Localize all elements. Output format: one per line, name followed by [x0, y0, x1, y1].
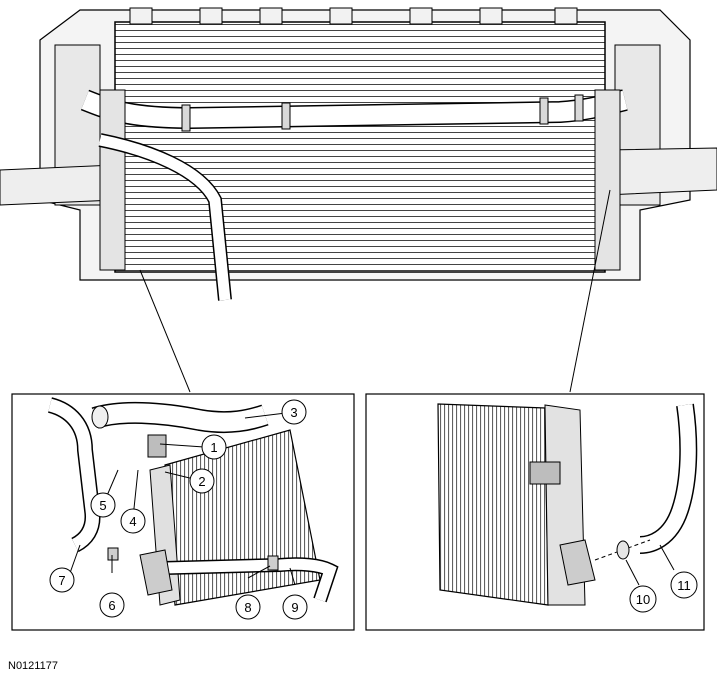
- clamp-8: [267, 555, 279, 571]
- svg-text:4: 4: [129, 514, 136, 529]
- svg-text:10: 10: [636, 592, 650, 607]
- callout-3: 3: [281, 399, 307, 425]
- right-callout-leaders: [625, 544, 675, 586]
- svg-text:7: 7: [58, 573, 65, 588]
- left-detail-view: [11, 393, 355, 631]
- svg-text:8: 8: [244, 600, 251, 615]
- callout-11: 11: [670, 571, 698, 599]
- right-detail-radiator: [437, 403, 549, 606]
- clamp-10: [616, 540, 630, 560]
- svg-text:11: 11: [677, 578, 691, 593]
- svg-text:2: 2: [198, 474, 205, 489]
- clamp-6: [107, 547, 119, 561]
- top-mount-tabs: [129, 7, 578, 25]
- leader-line-right: [569, 189, 611, 393]
- callout-10: 10: [629, 585, 657, 613]
- leader-line-left: [139, 269, 191, 393]
- svg-text:5: 5: [99, 498, 106, 513]
- right-tank: [594, 89, 621, 271]
- svg-text:6: 6: [108, 598, 115, 613]
- svg-text:9: 9: [291, 600, 298, 615]
- figure-id: N0121177: [8, 660, 58, 672]
- svg-text:3: 3: [290, 405, 297, 420]
- hose-clamps: [181, 94, 584, 132]
- left-tank: [99, 89, 126, 271]
- callout-6: 6: [99, 592, 125, 618]
- callout-4: 4: [120, 508, 146, 534]
- callout-7: 7: [49, 567, 75, 593]
- lower-crossbar-right: [604, 147, 717, 196]
- lower-crossbar: [0, 164, 116, 206]
- left-detail-outlet: [139, 549, 173, 596]
- callout-1: 1: [201, 434, 227, 460]
- right-detail-outlet: [559, 539, 596, 586]
- main-radiator-view: [0, 7, 717, 393]
- callout-9: 9: [282, 594, 308, 620]
- radiator-core: [114, 21, 606, 273]
- left-detail-connector: [147, 434, 167, 458]
- right-detail-connector: [529, 461, 561, 485]
- callout-8: 8: [235, 594, 261, 620]
- svg-text:1: 1: [210, 440, 217, 455]
- callout-bubbles: 1 2 3 4 5 6 7 8 9 10 11: [49, 399, 698, 620]
- callout-2: 2: [189, 468, 215, 494]
- callout-5: 5: [90, 492, 116, 518]
